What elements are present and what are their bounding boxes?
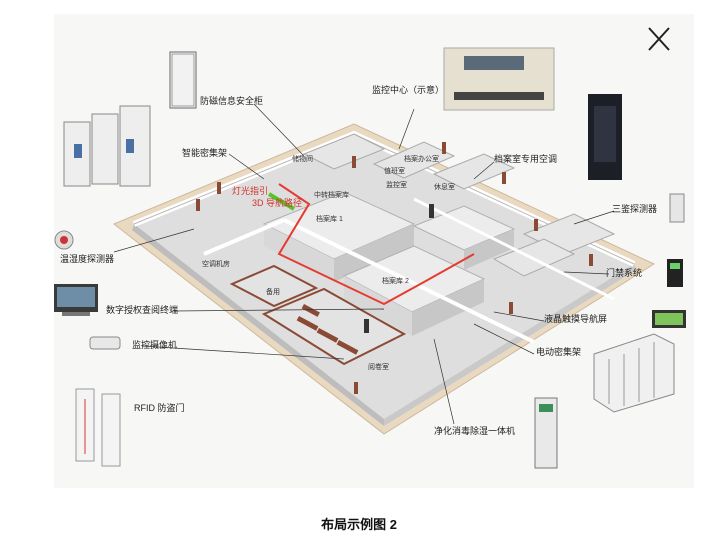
logo-icon (648, 27, 670, 51)
smart-shelf-icon (63, 105, 151, 187)
room-aircon: 空调机房 (202, 261, 230, 268)
room-reading: 阅卷室 (368, 364, 389, 371)
emc-cabinet-icon (169, 51, 197, 109)
access-system-icon (667, 259, 683, 287)
label-camera: 监控摄像机 (132, 340, 178, 350)
purifier-icon (534, 397, 558, 469)
layout-diagram: 防磁信息安全柜 监控中心（示意） 智能密集架 灯光指引 3D 导航路径 档案室专… (54, 14, 694, 488)
room-archive-2: 档案库 2 (382, 278, 409, 285)
label-purifier: 净化消毒除湿一体机 (434, 426, 516, 436)
electric-shelf-icon (593, 333, 675, 413)
label-electric-shelf: 电动密集架 (536, 347, 582, 357)
room-temp: 中转档案库 (314, 192, 349, 199)
label-access-system: 门禁系统 (606, 268, 643, 278)
floor-plan (54, 27, 686, 469)
label-archive-ac: 档案室专用空调 (494, 154, 558, 164)
terminal-icon (54, 284, 98, 316)
rfid-gate-icon (75, 388, 121, 467)
label-smart-shelf: 智能密集架 (182, 148, 228, 158)
label-triple-detector: 三鉴探测器 (612, 204, 658, 214)
label-3d-nav: 3D 导航路径 (252, 198, 303, 208)
room-storage: 储物间 (292, 156, 313, 163)
camera-icon (89, 336, 121, 350)
room-lounge: 休息室 (434, 184, 455, 191)
label-lcd-nav: 液晶触摸导航屏 (544, 314, 608, 324)
figure-caption: 布局示例图 2 (321, 517, 397, 532)
room-duty: 值班室 (384, 168, 405, 175)
room-monitor: 监控室 (386, 182, 407, 189)
temp-sensor-icon (54, 230, 74, 250)
triple-detector-icon (669, 193, 685, 223)
label-light-guide: 灯光指引 (232, 186, 269, 196)
ac-unit-icon (588, 94, 622, 180)
label-digital-terminal: 数字授权查阅终端 (106, 305, 179, 315)
room-office: 档案办公室 (404, 156, 439, 163)
label-emc-cabinet: 防磁信息安全柜 (200, 96, 264, 106)
room-archive-1: 档案库 1 (316, 216, 343, 223)
label-monitor-center: 监控中心（示意） (372, 85, 445, 95)
label-temp-sensor: 温湿度探测器 (60, 254, 115, 264)
lcd-nav-icon (652, 310, 686, 328)
monitor-center-image (443, 47, 555, 111)
label-rfid-gate: RFID 防盗门 (134, 403, 185, 413)
room-prep: 备用 (266, 289, 280, 296)
